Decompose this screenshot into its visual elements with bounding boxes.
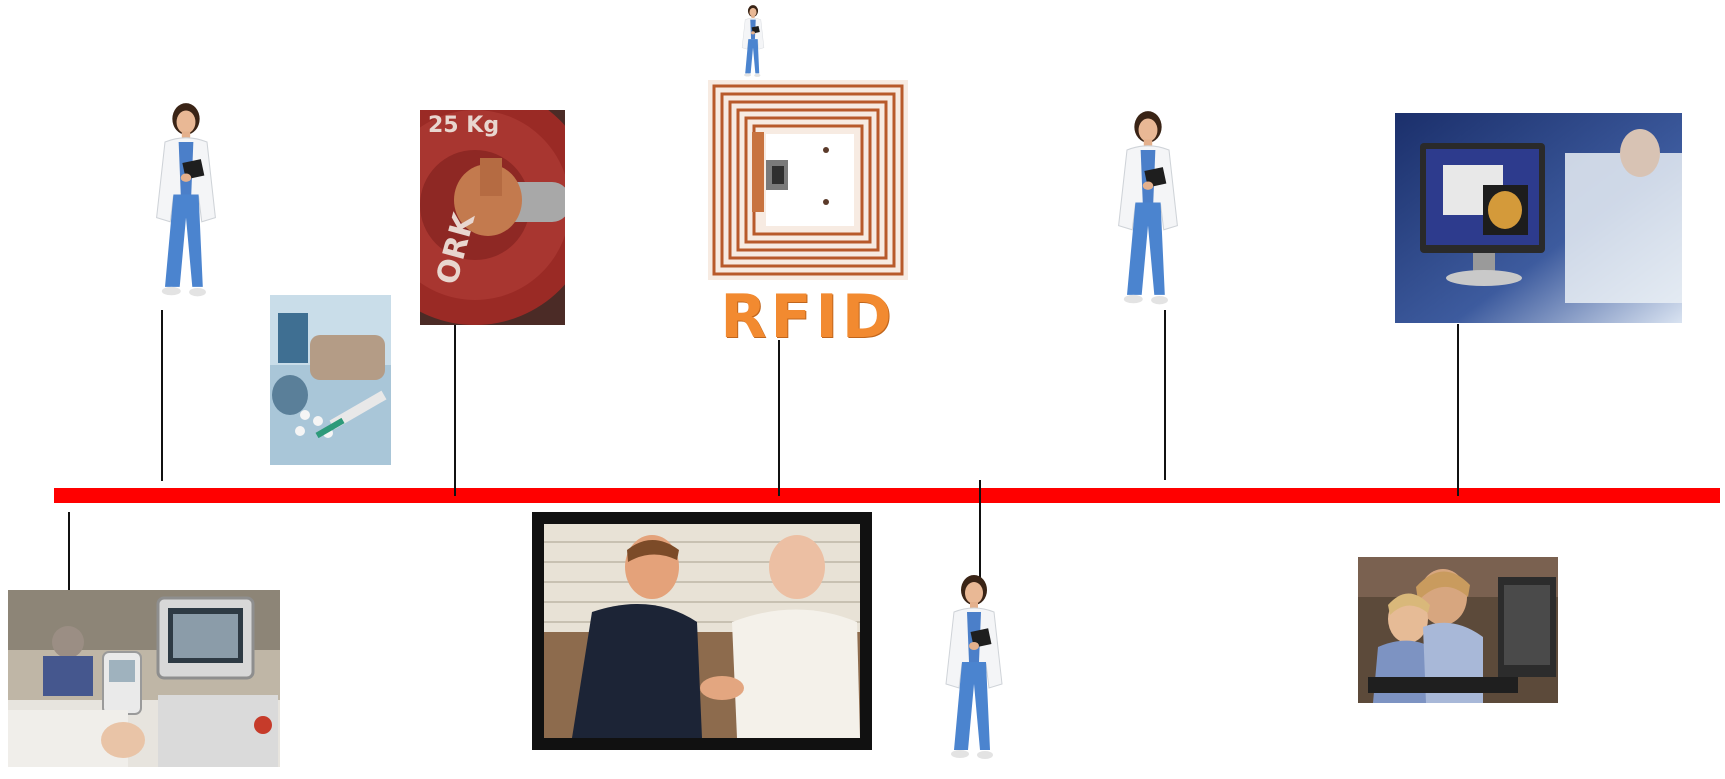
connector-3	[454, 325, 456, 496]
medical-imaging-monitor-photo	[1395, 113, 1682, 323]
plate-top-text: 25 Kg	[428, 113, 499, 138]
connector-7	[1457, 324, 1459, 496]
caregiver-patient-photo	[532, 512, 872, 750]
medication-supplies-photo	[270, 295, 391, 465]
connector-6	[1164, 310, 1166, 480]
doctor-figure-2	[718, 4, 788, 80]
doctor-figure-1	[138, 100, 234, 310]
doctor-figure-4	[1100, 108, 1196, 318]
rfid-tag-graphic: RFID	[708, 80, 908, 352]
connector-4	[778, 340, 780, 496]
connector-2	[161, 310, 163, 481]
doctor-figure-3	[926, 572, 1022, 772]
weight-plate-photo: 25 Kg ORK	[420, 110, 565, 325]
connector-1	[68, 512, 70, 590]
connector-5	[979, 480, 981, 588]
timeline-line	[54, 488, 1720, 503]
rfid-label: RFID	[720, 282, 896, 352]
family-computer-photo	[1358, 557, 1558, 703]
bedside-computer-photo	[8, 590, 280, 767]
